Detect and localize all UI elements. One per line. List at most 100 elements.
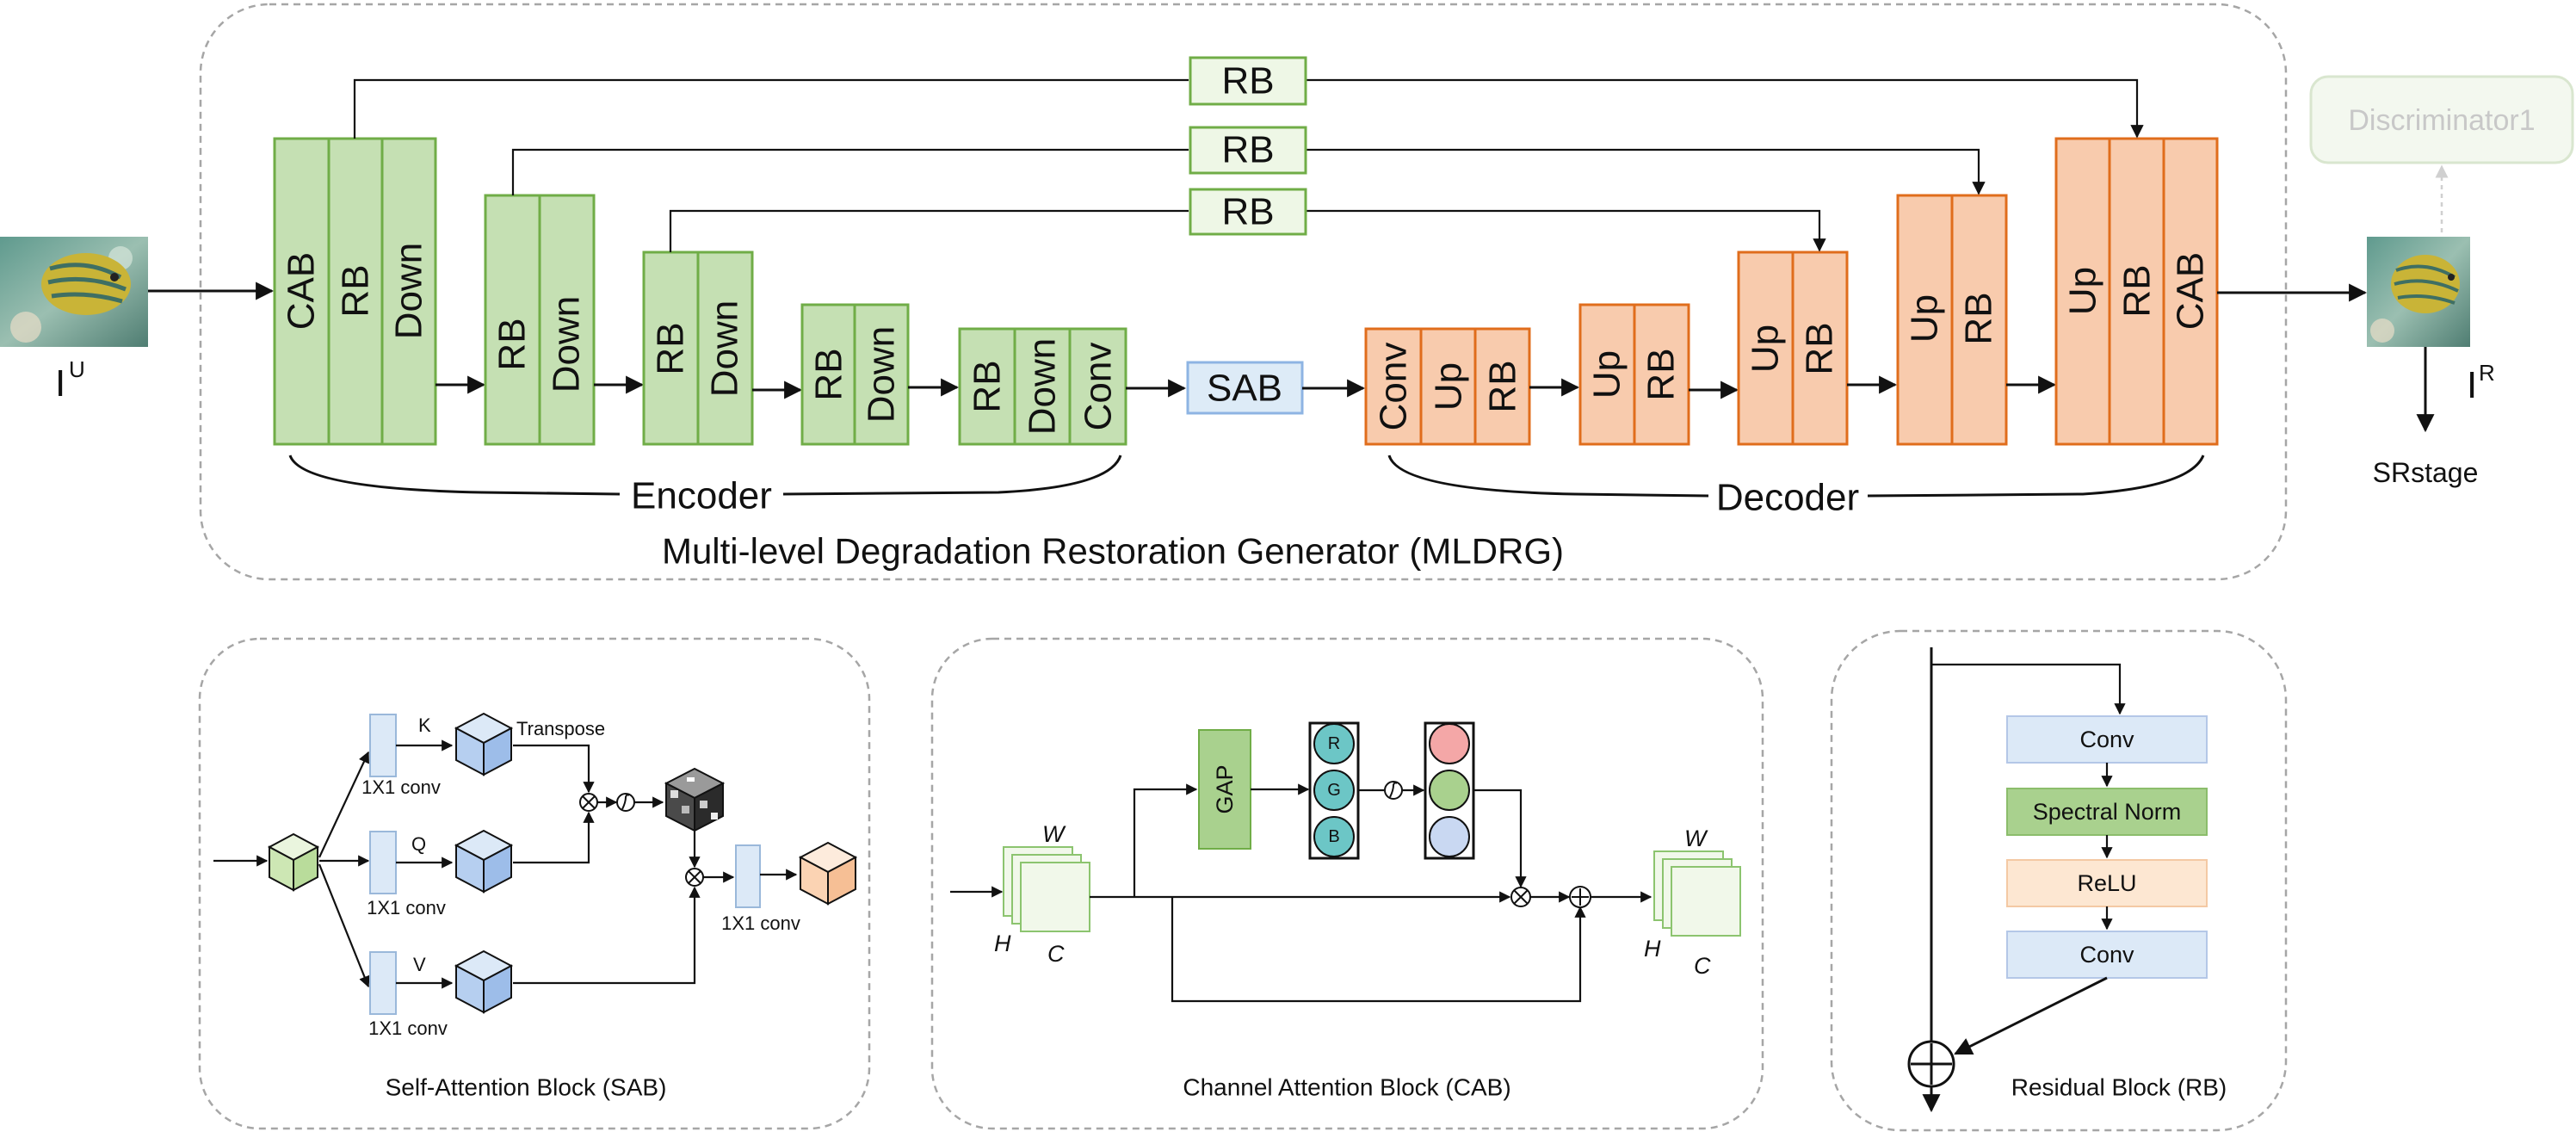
decoder-block-2: Up RB	[1578, 303, 1690, 446]
cab-weights-to-mult	[1473, 789, 1527, 888]
cab-input-c-label: C	[1047, 941, 1065, 967]
sab-k-conv-bar	[369, 714, 397, 777]
cab-output-c-label: C	[1694, 953, 1711, 979]
cab-residual-path	[1171, 897, 1586, 1003]
sab-v-to-mult2	[513, 886, 701, 985]
dec2-rb-label: RB	[1640, 348, 1683, 400]
encoder-brace-left	[288, 455, 621, 496]
cab-input-h-label: H	[994, 931, 1011, 956]
sab-branch-k	[318, 751, 369, 858]
rb-conv1-label: Conv	[2079, 727, 2134, 752]
sab-output-cube	[798, 841, 858, 906]
sab-attention-map-cube	[664, 767, 726, 832]
decoder-block-1: Conv Up RB	[1364, 327, 1531, 446]
encoder-block-2: RB Down	[484, 194, 596, 446]
cab-to-gap-path	[1133, 783, 1198, 897]
sab-branch-v	[318, 863, 370, 988]
dec5-cab-label: CAB	[2170, 252, 2212, 330]
cab-r-label: R	[1328, 734, 1340, 753]
dec2-up-label: Up	[1586, 350, 1628, 399]
cab-g-label: G	[1327, 781, 1341, 800]
bottleneck-sab-box	[1186, 361, 1304, 415]
enc5-rb-label: RB	[967, 360, 1009, 412]
decoder-label: Decoder	[1716, 477, 1859, 519]
enc1-rb-label: RB	[335, 264, 377, 317]
rb-conv2-box	[2006, 931, 2208, 979]
rb-relu-box	[2006, 859, 2208, 907]
encoder-brace-right	[782, 455, 1122, 496]
enc2-rb-label: RB	[491, 318, 534, 370]
dec4-rb-label: RB	[1958, 292, 2000, 344]
rb-panel	[1830, 629, 2288, 1132]
encoder-block-1: CAB RB Down	[273, 137, 437, 446]
enc5-down-label: Down	[1022, 338, 1064, 436]
skip-1-left	[353, 78, 1189, 139]
encoder-block-5: RB Down Conv	[958, 327, 1127, 446]
sab-title: Self-Attention Block (SAB)	[386, 1074, 667, 1101]
rb-add-icon	[1907, 1040, 1955, 1088]
skip-2-rb-label: RB	[1221, 129, 1274, 171]
sab-q-to-mult	[513, 811, 595, 864]
enc3-rb-label: RB	[650, 322, 692, 374]
skip-1-rb-box	[1189, 56, 1307, 106]
skip-2-rb-box	[1189, 126, 1307, 175]
enc2-down-label: Down	[546, 296, 588, 393]
enc1-cab-label: CAB	[281, 252, 323, 330]
decoder-block-4: Up RB	[1896, 194, 2008, 446]
rb-norm-label: Spectral Norm	[2033, 799, 2182, 825]
bottleneck-sab-label: SAB	[1207, 368, 1282, 410]
sab-v-label: V	[413, 954, 426, 975]
dec1-rb-label: RB	[1482, 360, 1524, 412]
decoder-brace-left	[1387, 455, 1709, 498]
sab-transpose-label: Transpose	[516, 718, 605, 739]
dec1-up-label: Up	[1428, 362, 1470, 411]
cab-output-w-label: W	[1684, 826, 1708, 851]
skip-3-rb-box	[1189, 188, 1307, 236]
sab-k-label: K	[418, 714, 431, 736]
sab-q-conv-label: 1X1 conv	[367, 897, 446, 918]
cab-sigmoid-icon	[1384, 781, 1403, 800]
sab-out-conv-bar	[735, 844, 761, 908]
sab-v-conv-bar	[369, 951, 397, 1015]
enc5-conv-label: Conv	[1078, 343, 1120, 431]
skip-1-right	[1306, 78, 2144, 139]
sab-softmax-icon	[616, 793, 635, 812]
cab-weights-column	[1424, 721, 1475, 860]
input-fish-image	[0, 237, 148, 347]
cab-rgb-column	[1308, 721, 1360, 860]
output-fish-image	[2367, 237, 2470, 347]
input-sup: U	[69, 356, 85, 382]
sab-multiply-1-icon	[579, 793, 598, 812]
skip-1-rb-label: RB	[1221, 60, 1274, 102]
sab-out-conv-label: 1X1 conv	[721, 912, 800, 934]
sab-q-cube	[454, 829, 514, 894]
sab-k-conv-label: 1X1 conv	[361, 776, 441, 798]
rb-title: Residual Block (RB)	[2011, 1074, 2227, 1101]
enc1-down-label: Down	[388, 243, 430, 340]
decoder-brace-right	[1867, 455, 2205, 498]
cab-output-feature-stack	[1653, 850, 1741, 937]
enc4-rb-label: RB	[808, 348, 850, 400]
enc4-down-label: Down	[861, 326, 903, 424]
cab-panel	[930, 637, 1764, 1130]
cab-multiply-icon	[1510, 887, 1531, 907]
sab-v-cube	[454, 949, 514, 1014]
cab-input-feature-stack	[1003, 846, 1090, 932]
skip-3-right	[1306, 209, 1826, 252]
sab-v-conv-label: 1X1 conv	[368, 1017, 448, 1039]
skip-3-left	[669, 209, 1189, 252]
rb-conv1-box	[2006, 715, 2208, 764]
sab-k-cube	[454, 712, 514, 776]
dec1-conv-label: Conv	[1373, 343, 1415, 431]
dec5-up-label: Up	[2062, 267, 2104, 315]
cab-b-label: B	[1328, 827, 1339, 846]
sab-q-conv-bar	[369, 831, 397, 894]
cab-add-icon	[1569, 886, 1591, 908]
encoder-block-3: RB Down	[642, 250, 754, 446]
dec3-up-label: Up	[1745, 325, 1787, 373]
rb-relu-label: ReLU	[2077, 870, 2136, 896]
encoder-block-4: RB Down	[800, 303, 910, 446]
generator-title: Multi-level Degradation Restoration Gene…	[662, 531, 1564, 572]
output-label: I	[2467, 364, 2477, 406]
decoder-block-5: Up RB CAB	[2054, 137, 2219, 446]
